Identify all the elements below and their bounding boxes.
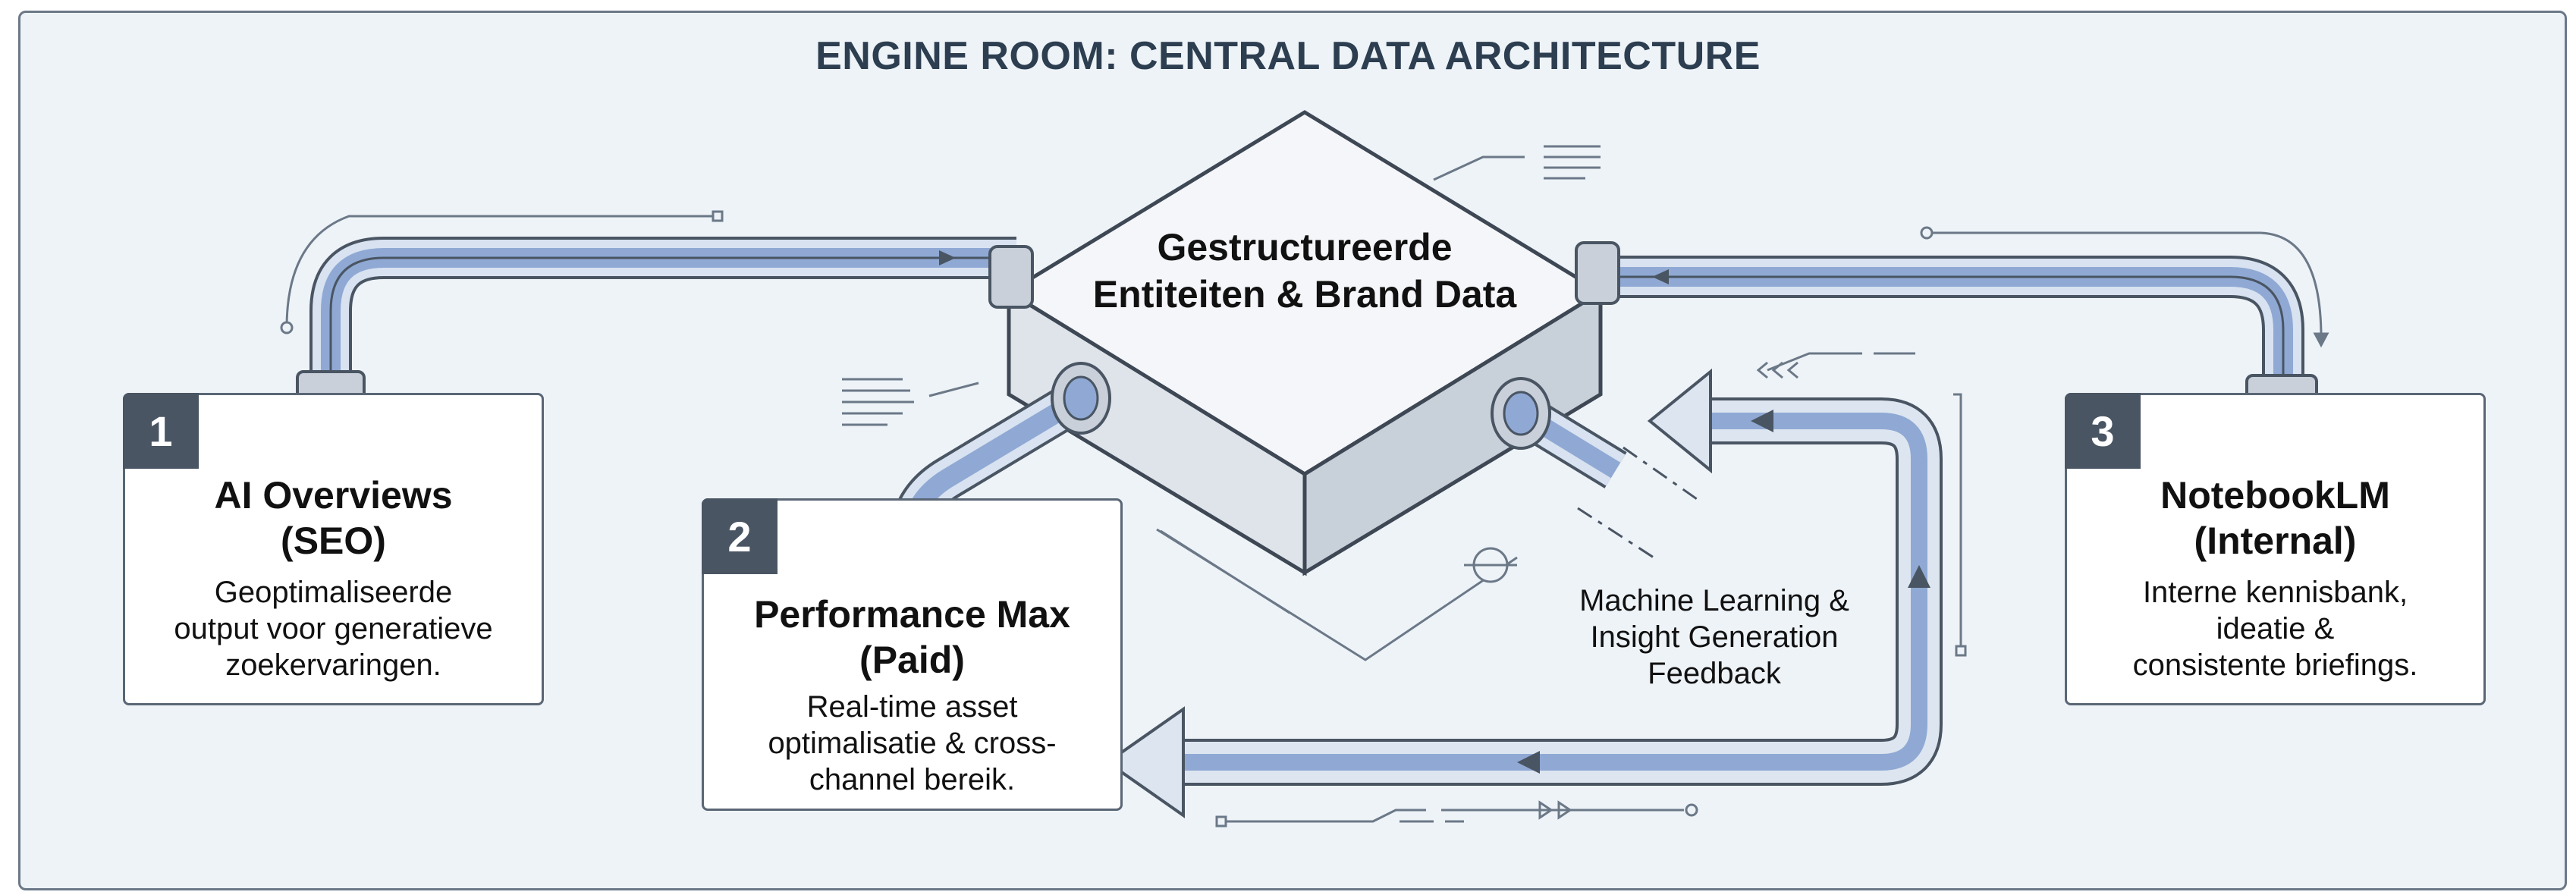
decorative-annotation-lines (280, 145, 2329, 827)
card-title-line2: (Internal) (2194, 520, 2357, 562)
feedback-label-line3: Feedback (1648, 657, 1781, 690)
flow-arrow-icon (1652, 269, 1669, 284)
card-number-badge: 2 (702, 498, 778, 574)
hub-label: Gestructureerde Entiteiten & Brand Data (994, 224, 1616, 318)
feedback-label-line1: Machine Learning & (1579, 584, 1849, 617)
card-desc-line3: consistente briefings. (2132, 648, 2418, 682)
feedback-arrowhead-bottom (1104, 706, 1185, 818)
feedback-loop-arrow (1104, 368, 1943, 818)
feedback-label: Machine Learning & Insight Generation Fe… (1525, 583, 1904, 692)
card-notebooklm: 3 NotebookLM (Internal) Interne kennisba… (2065, 393, 2486, 705)
feedback-label-line2: Insight Generation (1590, 620, 1839, 654)
hub-label-line1: Gestructureerde (1157, 226, 1453, 268)
diagram-title: ENGINE ROOM: CENTRAL DATA ARCHITECTURE (815, 34, 1761, 78)
flow-arrow-icon (939, 250, 956, 265)
card-desc-line1: Interne kennisbank, (2142, 576, 2408, 609)
hub-label-line2: Entiteiten & Brand Data (1092, 273, 1517, 316)
card-desc-line3: zoekervaringen. (225, 648, 441, 682)
card-performance-max: 2 Performance Max (Paid) Real-time asset… (702, 498, 1123, 811)
feedback-arrowhead-top (1647, 368, 1712, 474)
card-desc-line1: Real-time asset (806, 690, 1018, 724)
card-number-badge: 3 (2065, 393, 2141, 469)
card-ai-overviews: 1 AI Overviews (SEO) Geoptimaliseerde ou… (123, 393, 544, 705)
card-title-line2: (SEO) (281, 520, 386, 562)
card-title-line2: (Paid) (859, 639, 965, 681)
card-description: Interne kennisbank, ideatie & consistent… (2067, 574, 2483, 683)
card-title-line1: AI Overviews (214, 474, 453, 517)
card-description: Geoptimaliseerde output voor generatieve… (125, 574, 542, 683)
card-desc-line1: Geoptimaliseerde (214, 576, 453, 609)
card-desc-line2: ideatie & (2216, 612, 2335, 645)
pipe-left-to-hub (296, 237, 1016, 414)
pipe-hub-to-feedback (1491, 377, 1700, 559)
hub-port-left (988, 245, 1034, 309)
card-desc-line3: channel bereik. (809, 763, 1016, 796)
card-description: Real-time asset optimalisatie & cross- c… (704, 689, 1120, 798)
hub-port-right (1575, 241, 1620, 305)
card-title-line1: Performance Max (754, 593, 1070, 636)
card-number-badge: 1 (123, 393, 199, 469)
card-desc-line2: optimalisatie & cross- (768, 727, 1057, 760)
card-desc-line2: output voor generatieve (174, 612, 493, 645)
card-title-line1: NotebookLM (2160, 474, 2390, 517)
